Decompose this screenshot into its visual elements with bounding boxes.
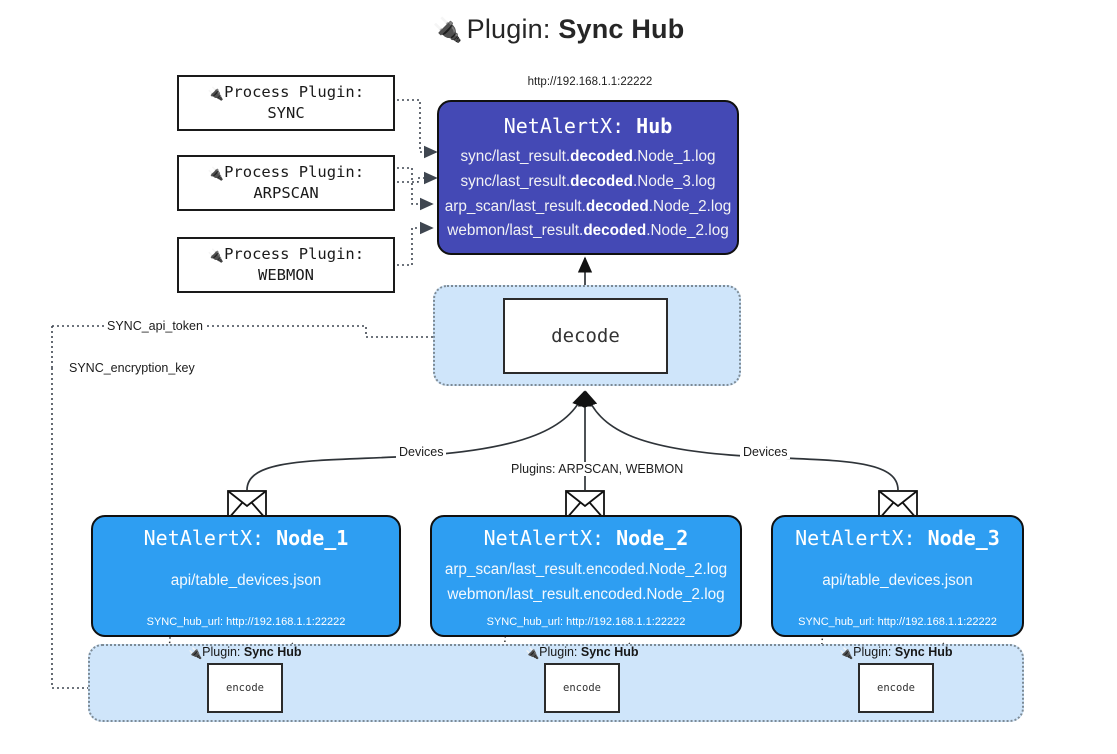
encode-caption: 🔌Plugin: Sync Hub [482,645,682,660]
plug-icon: 🔌 [525,648,540,660]
node-title: NetAlertX: Node_1 [93,526,399,550]
decode-box[interactable]: decode [503,298,668,374]
node-footer: SYNC_hub_url: http://192.168.1.1:22222 [798,616,997,628]
plug-icon: 🔌 [207,249,225,264]
hub-log-row: arp_scan/last_result.decoded.Node_2.log [439,195,737,220]
page-title: 🔌Plugin: Sync Hub [0,14,1117,45]
node-title-prefix: NetAlertX: [143,526,277,550]
plug-icon: 🔌 [188,648,203,660]
encode-caption: 🔌Plugin: Sync Hub [796,645,996,660]
plug-icon: 🔌 [839,648,854,660]
encode-caption-name: Sync Hub [894,645,953,659]
node-box-node-1[interactable]: NetAlertX: Node_1 api/table_devices.json… [91,515,401,637]
process-plugin-name: SYNC [267,104,305,123]
encode-box[interactable]: encode [858,663,934,713]
process-plugin-sync[interactable]: 🔌Process Plugin: SYNC [177,75,395,131]
log-suffix: .Node_1.log [633,148,716,165]
log-prefix: webmon/last_result. [447,222,584,240]
log-suffix: .Node_3.log [633,172,716,190]
plugin-to-hub-connectors [397,99,438,266]
log-state: decoded [570,148,634,165]
encode-caption-prefix: Plugin: [539,645,581,659]
node-line: api/table_devices.json [822,572,973,589]
node-title-name: Node_1 [276,526,349,550]
hub-title-prefix: NetAlertX: [503,114,637,138]
process-plugin-webmon[interactable]: 🔌Process Plugin: WEBMON [177,237,395,293]
hub-title: NetAlertX: Hub [439,114,737,138]
encode-caption: 🔌Plugin: Sync Hub [145,645,345,660]
edge-label-devices-left: Devices [396,445,447,459]
encode-box[interactable]: encode [544,663,620,713]
hub-url-label: http://192.168.1.1:22222 [527,76,653,88]
encode-box[interactable]: encode [207,663,283,713]
log-suffix: .Node_2.log [646,222,729,240]
process-plugin-label: Process Plugin: [224,83,365,101]
log-state: decoded [570,172,634,190]
sync-encryption-key-label: SYNC_encryption_key [66,361,198,375]
node-title-name: Node_2 [616,526,689,550]
edge-label-devices-right: Devices [740,445,791,459]
log-state: decoded [583,222,647,240]
envelope-icon [227,490,267,520]
node-box-node-3[interactable]: NetAlertX: Node_3 api/table_devices.json… [771,515,1024,637]
encode-caption-name: Sync Hub [243,645,302,659]
node-footer: SYNC_hub_url: http://192.168.1.1:22222 [486,616,686,628]
edge-label-plugins: Plugins: ARPSCAN, WEBMON [508,462,687,476]
process-plugin-name: ARPSCAN [253,184,319,203]
process-plugin-arpscan[interactable]: 🔌Process Plugin: ARPSCAN [177,155,395,211]
node-line: api/table_devices.json [170,572,322,589]
process-plugin-label: Process Plugin: [224,163,365,181]
log-prefix: sync/last_result. [460,172,571,190]
encode-caption-name: Sync Hub [580,645,639,659]
hub-title-name: Hub [636,114,673,138]
node-title: NetAlertX: Node_2 [432,526,740,550]
process-plugin-label: Process Plugin: [224,245,365,263]
plug-icon: 🔌 [432,17,463,44]
node-footer: SYNC_hub_url: http://192.168.1.1:22222 [146,616,346,628]
node-line: webmon/last_result.encoded.Node_2.log [447,586,725,604]
plug-icon: 🔌 [207,167,225,182]
envelope-icon [565,490,605,520]
node-line-list: api/table_devices.json [773,568,1022,593]
hub-log-row: sync/last_result.decoded.Node_1.log [439,145,737,170]
hub-node[interactable]: NetAlertX: Hub sync/last_result.decoded.… [437,100,739,255]
log-suffix: .Node_2.log [648,197,732,215]
log-state: decoded [585,197,649,215]
process-plugin-name: WEBMON [258,266,314,285]
log-prefix: sync/last_result. [460,148,571,165]
node-box-node-2[interactable]: NetAlertX: Node_2 arp_scan/last_result.e… [430,515,742,637]
node-title-prefix: NetAlertX: [795,526,928,550]
encode-caption-prefix: Plugin: [202,645,244,659]
hub-log-list: sync/last_result.decoded.Node_1.log sync… [439,145,737,244]
plug-icon: 🔌 [207,87,225,102]
page-title-prefix: Plugin: [466,14,559,44]
node-title-name: Node_3 [927,526,1000,550]
node-line-list: api/table_devices.json [93,568,399,593]
log-prefix: arp_scan/last_result. [444,197,586,215]
hub-log-row: webmon/last_result.decoded.Node_2.log [439,219,737,244]
sync-api-token-label: SYNC_api_token [104,319,206,333]
node-line-list: arp_scan/last_result.encoded.Node_2.log … [432,557,740,608]
node-line: arp_scan/last_result.encoded.Node_2.log [444,561,728,578]
node-title: NetAlertX: Node_3 [773,526,1022,550]
node-title-prefix: NetAlertX: [483,526,617,550]
hub-log-row: sync/last_result.decoded.Node_3.log [439,170,737,195]
page-title-name: Sync Hub [558,14,685,44]
encode-caption-prefix: Plugin: [853,645,895,659]
